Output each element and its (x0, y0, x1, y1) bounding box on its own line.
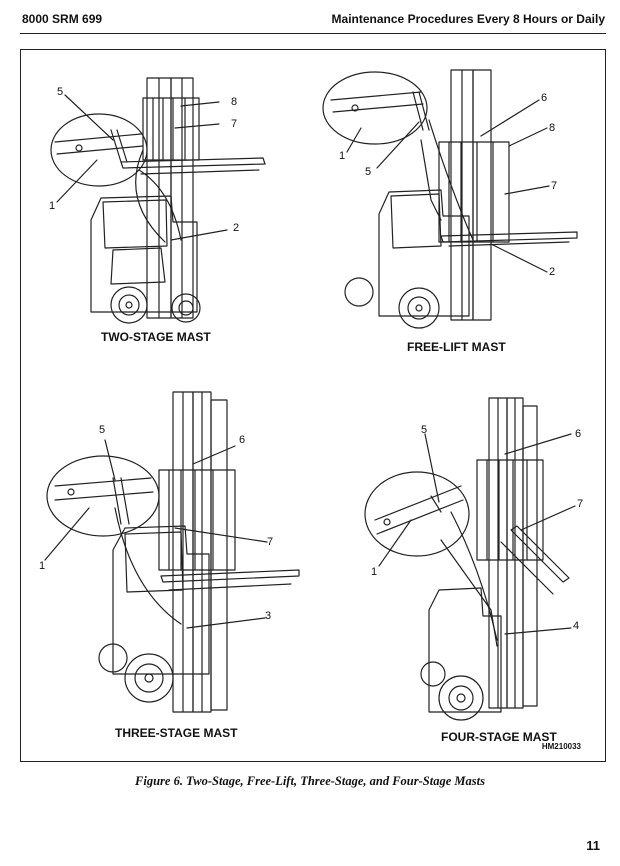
three-stage-forklift-drawing (44, 391, 300, 713)
callout-7: 7 (551, 180, 558, 192)
figure-frame: TWO-STAGE MAST FREE-LIFT MAST THREE-STAG… (20, 49, 606, 762)
section-title: Maintenance Procedures Every 8 Hours or … (331, 12, 605, 26)
free-lift-mast-label: FREE-LIFT MAST (407, 340, 506, 354)
document-id: 8000 SRM 699 (22, 12, 103, 26)
callout-5: 5 (99, 424, 106, 436)
callout-8: 8 (549, 122, 556, 134)
four-stage-forklift-drawing (364, 397, 576, 721)
callout-2: 2 (233, 222, 240, 234)
callout-1: 1 (49, 200, 56, 212)
callout-1: 1 (39, 560, 46, 572)
figure-code: HM210033 (541, 742, 581, 751)
three-stage-mast-label: THREE-STAGE MAST (115, 726, 238, 740)
callout-5: 5 (57, 86, 64, 98)
callout-7: 7 (577, 498, 584, 510)
two-stage-forklift-drawing (50, 77, 266, 324)
callout-5: 5 (365, 166, 372, 178)
callout-6: 6 (239, 434, 246, 446)
header-rule (20, 33, 606, 34)
free-lift-forklift-drawing (322, 69, 578, 329)
callout-4: 4 (573, 620, 580, 632)
callout-2: 2 (549, 266, 556, 278)
callout-7: 7 (231, 118, 238, 130)
callout-1: 1 (371, 566, 378, 578)
forklift-illustrations (44, 69, 578, 721)
four-stage-mast-label: FOUR-STAGE MAST (441, 730, 557, 744)
figure-caption: Figure 6. Two-Stage, Free-Lift, Three-St… (135, 774, 485, 788)
callout-3: 3 (265, 610, 272, 622)
callout-6: 6 (575, 428, 582, 440)
callout-8: 8 (231, 96, 238, 108)
two-stage-mast-label: TWO-STAGE MAST (101, 330, 211, 344)
callout-6: 6 (541, 92, 548, 104)
callout-1: 1 (339, 150, 346, 162)
callout-5: 5 (421, 424, 428, 436)
callout-7: 7 (267, 536, 274, 548)
page-number: 11 (586, 838, 600, 853)
